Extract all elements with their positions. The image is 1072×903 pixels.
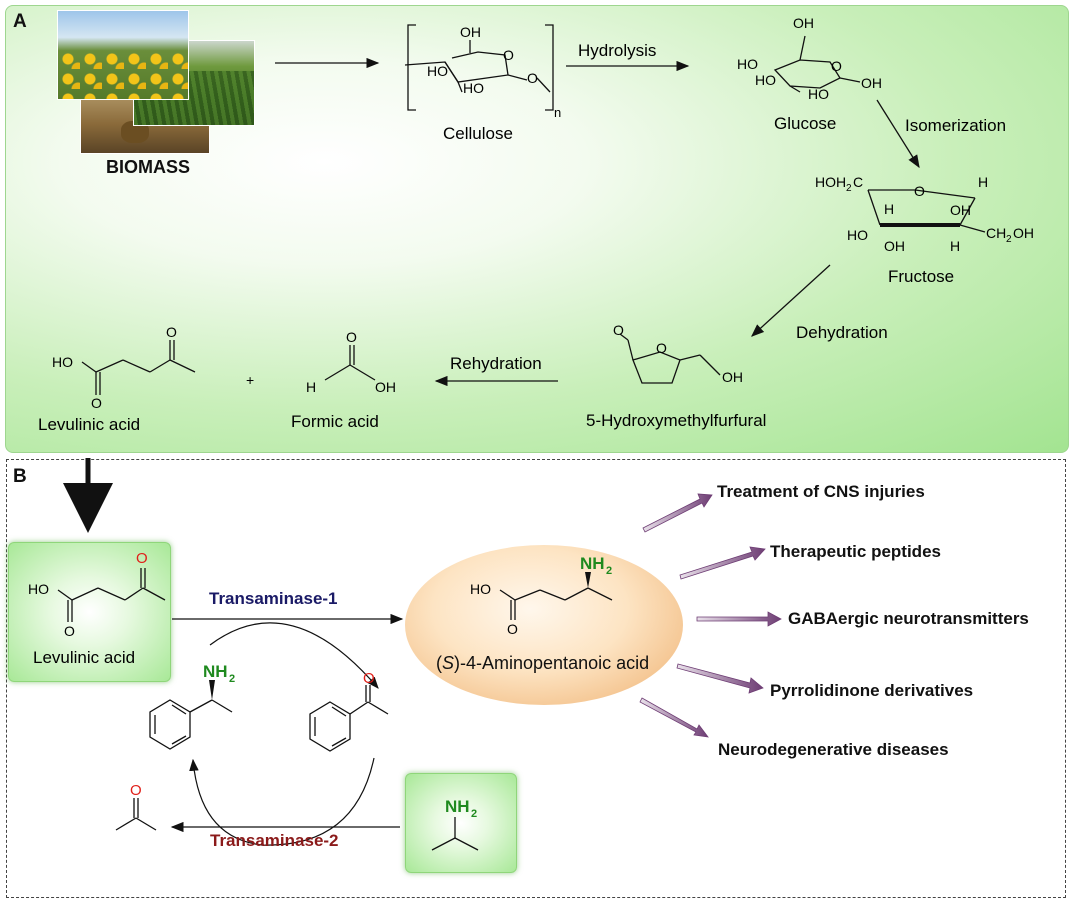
- svg-text:2: 2: [229, 673, 235, 685]
- svg-text:HO: HO: [847, 227, 868, 243]
- svg-text:O: O: [507, 621, 518, 637]
- acetone-structure: [115, 798, 157, 831]
- svg-text:HO: HO: [470, 581, 491, 597]
- isopropylamine-structure: [431, 817, 479, 851]
- cellulose-oh: OH: [460, 24, 481, 40]
- svg-text:H: H: [978, 174, 988, 190]
- glucose-structure: [773, 35, 861, 93]
- svg-text:H: H: [884, 201, 894, 217]
- levulinic-a-label: Levulinic acid: [38, 415, 140, 434]
- fructose-label: Fructose: [888, 267, 954, 286]
- svg-text:HO: HO: [755, 72, 776, 88]
- aminopentanoic-structure: [499, 587, 613, 620]
- svg-text:2: 2: [846, 183, 852, 194]
- levulinic-a-structure: [81, 340, 196, 395]
- cellulose-ho2: HO: [463, 80, 484, 96]
- svg-text:NH: NH: [203, 662, 228, 681]
- rehydration-label: Rehydration: [450, 354, 542, 373]
- svg-text:O: O: [166, 324, 177, 340]
- svg-text:O: O: [346, 329, 357, 345]
- isopropylamine-box: [405, 773, 517, 873]
- levulinic-box: [8, 542, 171, 682]
- svg-text:O: O: [136, 550, 148, 567]
- svg-text:OH: OH: [375, 379, 396, 395]
- svg-text:OH: OH: [793, 15, 814, 31]
- svg-text:NH: NH: [580, 554, 605, 573]
- formic-label: Formic acid: [291, 412, 379, 431]
- isomerization-label: Isomerization: [905, 116, 1006, 135]
- svg-text:O: O: [130, 782, 142, 799]
- cellulose-label: Cellulose: [443, 124, 513, 143]
- product-ellipse: [405, 545, 683, 705]
- svg-text:2: 2: [606, 565, 612, 577]
- svg-text:NH: NH: [445, 797, 470, 816]
- acetophenone-structure: [309, 685, 389, 752]
- svg-text:O: O: [64, 623, 75, 639]
- dehydration-label: Dehydration: [796, 323, 888, 342]
- transaminase2-label: Transaminase-2: [210, 831, 339, 850]
- svg-text:HO: HO: [28, 581, 49, 597]
- svg-text:H: H: [950, 238, 960, 254]
- phenylethylamine-structure: [149, 699, 233, 750]
- svg-text:HO: HO: [808, 86, 829, 102]
- hydrolysis-label: Hydrolysis: [578, 41, 656, 60]
- glucose-label: Glucose: [774, 114, 836, 133]
- cellulose-n: n: [554, 105, 561, 120]
- cellulose-ho1: HO: [427, 63, 448, 79]
- fructose-structure: [867, 189, 986, 233]
- application-cns: Treatment of CNS injuries: [717, 482, 925, 501]
- svg-text:O: O: [91, 395, 102, 411]
- sunflower-field-photo: [57, 10, 189, 100]
- svg-text:HO: HO: [52, 354, 73, 370]
- application-peptides: Therapeutic peptides: [770, 542, 941, 561]
- svg-text:C: C: [853, 174, 863, 190]
- svg-text:HOH: HOH: [815, 174, 846, 190]
- svg-text:H: H: [306, 379, 316, 395]
- svg-text:CH: CH: [986, 225, 1006, 241]
- cellulose-link-o: O: [527, 70, 538, 86]
- transaminase1-label: Transaminase-1: [209, 589, 338, 608]
- application-neurodegenerative: Neurodegenerative diseases: [718, 740, 949, 759]
- application-arrows: [639, 493, 782, 738]
- panel-b-label: B: [13, 466, 27, 487]
- hmf-structure: [619, 333, 721, 384]
- svg-text:HO: HO: [737, 56, 758, 72]
- svg-text:OH: OH: [1013, 225, 1034, 241]
- application-gaba: GABAergic neurotransmitters: [788, 609, 1029, 628]
- plus-sign: +: [246, 372, 254, 388]
- hmf-label: 5-Hydroxymethylfurfural: [586, 411, 766, 430]
- svg-text:2: 2: [1006, 234, 1012, 245]
- svg-text:O: O: [656, 340, 667, 356]
- svg-text:OH: OH: [884, 238, 905, 254]
- cellulose-ring-o: O: [503, 47, 514, 63]
- svg-text:O: O: [914, 183, 925, 199]
- svg-text:O: O: [613, 322, 624, 338]
- svg-text:OH: OH: [722, 369, 743, 385]
- svg-text:O: O: [363, 670, 375, 687]
- svg-text:O: O: [831, 58, 842, 74]
- cellulose-structure: [404, 24, 554, 111]
- svg-text:2: 2: [471, 808, 477, 820]
- levulinic-b-label: Levulinic acid: [33, 648, 135, 667]
- levulinic-b-structure: [57, 568, 166, 622]
- svg-text:OH: OH: [950, 202, 971, 218]
- panel-b-border: [6, 459, 1066, 898]
- panel-a-label: A: [13, 11, 27, 32]
- biomass-label: BIOMASS: [106, 157, 191, 177]
- application-pyrrolidinone: Pyrrolidinone derivatives: [770, 681, 974, 700]
- svg-text:OH: OH: [861, 75, 882, 91]
- formic-structure: [324, 345, 376, 381]
- product-label: (S)-4-Aminopentanoic acid: [436, 653, 650, 673]
